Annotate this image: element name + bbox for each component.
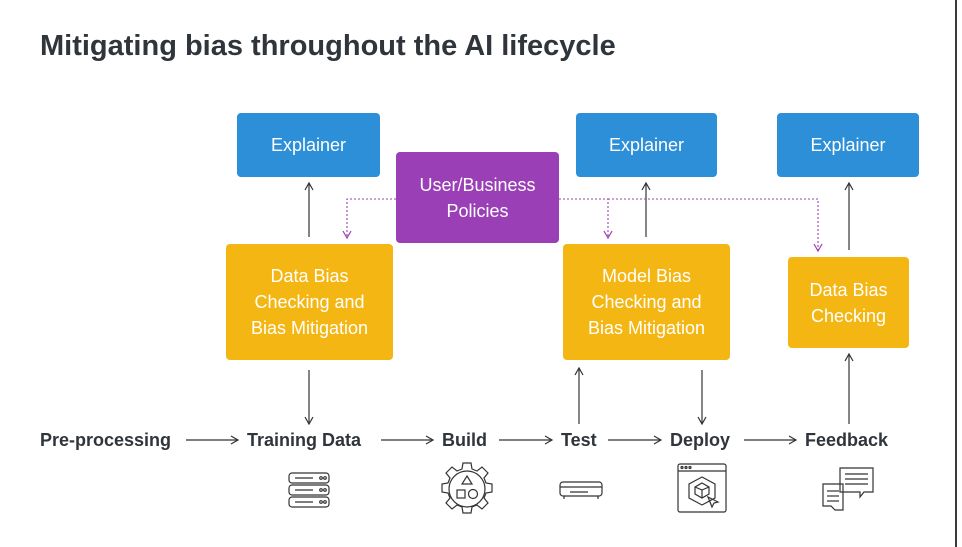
explainer-box-training: Explainer	[237, 113, 380, 177]
stage-deploy: Deploy	[670, 430, 731, 450]
model-bias-mitigation-box: Model Bias Checking and Bias Mitigation	[563, 244, 730, 360]
policies-box: User/Business Policies	[396, 152, 559, 243]
page-title: Mitigating bias throughout the AI lifecy…	[40, 30, 616, 62]
gear-shapes-icon	[441, 462, 493, 514]
explainer-label: Explainer	[270, 135, 347, 155]
data-bias-checking-label: Data Bias Checking	[809, 279, 888, 326]
chat-feedback-icon	[822, 467, 874, 511]
stage-test: Test	[561, 430, 597, 450]
policies-label: User/Business Policies	[419, 174, 536, 221]
model-bias-mitigation-label: Model Bias Checking and Bias Mitigation	[587, 266, 706, 338]
stage-build: Build	[442, 430, 487, 450]
policy-link-model-bias	[559, 198, 613, 240]
slide-edge	[955, 0, 957, 547]
data-bias-mitigation-label: Data Bias Checking and Bias Mitigation	[250, 266, 369, 338]
device-icon	[559, 481, 603, 499]
stage-training-data: Training Data	[247, 430, 362, 450]
explainer-box-feedback: Explainer	[777, 113, 919, 177]
stage-pre-processing: Pre-processing	[40, 430, 172, 450]
policy-link-data-bias	[342, 198, 396, 240]
explainer-box-test: Explainer	[576, 113, 717, 177]
data-bias-mitigation-box: Data Bias Checking and Bias Mitigation	[226, 244, 393, 360]
server-icon	[288, 472, 330, 508]
explainer-label: Explainer	[810, 135, 886, 155]
deploy-cube-icon	[677, 463, 727, 513]
data-bias-checking-box: Data Bias Checking	[788, 257, 909, 348]
stage-feedback: Feedback	[805, 430, 889, 450]
explainer-label: Explainer	[608, 135, 685, 155]
